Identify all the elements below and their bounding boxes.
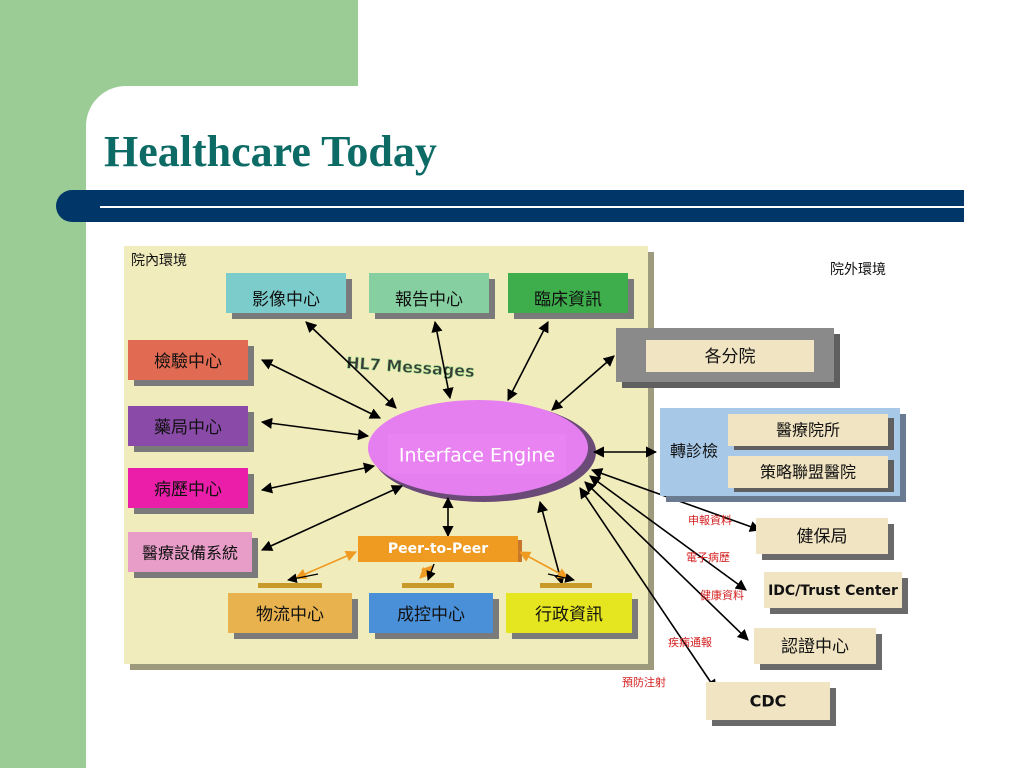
peer-black-arrows [287,563,575,584]
report-center-box: 報告中心 [369,273,495,319]
referral-item-alliance: 策略聯盟醫院 [760,463,856,482]
lab-center-box: 檢驗中心 [128,340,254,386]
cdc-label: CDC [750,692,787,711]
inside-area-label: 院內環境 [131,253,187,269]
interface-engine-label-bg [388,434,566,474]
pharmacy-center-label: 藥局中心 [154,418,222,438]
peer-stands [258,583,592,588]
vaccination-label: 預防注射 [622,675,666,689]
pharmacy-center-box: 藥局中心 [128,406,254,452]
medical-equipment-label: 醫療設備系統 [142,544,238,563]
report-center-label: 報告中心 [395,290,463,310]
cost-control-label: 成控中心 [397,605,465,625]
branch-label: 各分院 [705,347,756,367]
logistics-center-box: 物流中心 [228,593,358,639]
lab-center-label: 檢驗中心 [154,352,222,372]
imaging-center-box: 影像中心 [226,273,352,319]
imaging-center-label: 影像中心 [252,290,320,310]
disease-report-label: 疾病通報 [668,635,712,649]
cdc-box: CDC [706,682,836,726]
certification-center-box: 認證中心 [754,628,882,670]
records-center-box: 病歷中心 [128,468,254,514]
peer-to-peer-text: Peer-to-Peer [388,541,488,557]
health-data-label: 健康資料 [700,588,744,602]
idc-trust-center-box: IDC/Trust Center [764,572,908,614]
claims-data-label: 申報資料 [688,513,732,527]
interface-engine-label: Interface Engine [399,445,555,467]
clinical-info-label: 臨床資訊 [534,290,602,310]
slide-title: Healthcare Today [104,127,437,176]
nhi-bureau-label: 健保局 [797,527,848,547]
branch-group: 各分院 [616,328,840,388]
admin-info-label: 行政資訊 [535,605,603,625]
medical-equipment-box: 醫療設備系統 [128,532,258,578]
clinical-info-box: 臨床資訊 [508,273,634,319]
electronic-records-label: 電子病歷 [686,550,730,564]
referral-label: 轉診檢 [670,442,718,461]
referral-group: 轉診檢 醫療院所 策略聯盟醫院 [660,408,906,502]
title-underline-stripe [100,206,964,208]
cost-control-box: 成控中心 [369,593,499,639]
logistics-center-label: 物流中心 [256,605,324,625]
certification-center-label: 認證中心 [781,637,849,657]
peer-to-peer-label-inner [370,538,506,556]
idc-trust-center-label: IDC/Trust Center [768,583,898,599]
external-data-labels: 申報資料 電子病歷 健康資料 疾病通報 預防注射 [622,513,744,689]
admin-info-box: 行政資訊 [506,593,638,639]
hl7-arrows [260,320,762,691]
outside-area-label: 院外環境 [830,262,886,278]
nhi-bureau-box: 健保局 [756,518,894,560]
records-center-label: 病歷中心 [154,480,222,500]
peer-arrows [294,550,569,580]
referral-item-clinics: 醫療院所 [776,421,840,440]
